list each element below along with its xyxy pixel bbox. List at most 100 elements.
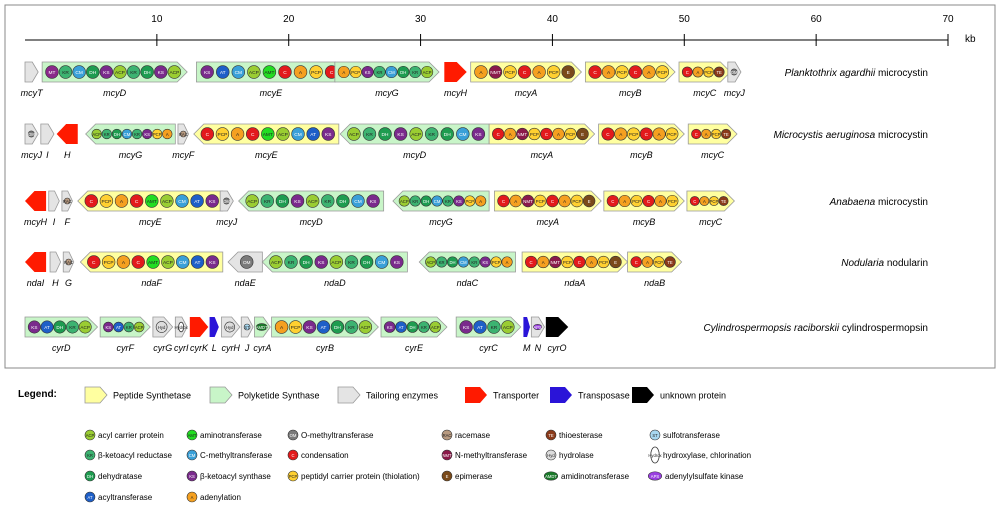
domain-acp: ACP (398, 195, 410, 207)
domain-cm: CM (456, 127, 470, 141)
domain-nmt: NMT (549, 255, 562, 269)
svg-text:KS: KS (189, 474, 195, 479)
gene-label: cyrO (548, 343, 567, 353)
domain-amt: AMT (186, 429, 198, 441)
svg-text:KS: KS (325, 132, 331, 138)
gene-m: M (523, 317, 531, 353)
domain-acp: ACP (276, 127, 290, 141)
svg-text:AMT: AMT (263, 132, 273, 138)
gene-label: mcyD (403, 150, 426, 160)
domain-pcp: PCP (349, 65, 362, 79)
domain-kr: KR (131, 128, 143, 140)
domain-c: C (691, 128, 702, 140)
gene-label: mcyC (693, 88, 716, 98)
domain-amt: AMT (262, 65, 277, 79)
svg-text:C: C (634, 70, 638, 76)
svg-text:CM: CM (294, 132, 301, 138)
domain-e: E (441, 470, 453, 482)
gene-label: ndaF (141, 278, 162, 288)
main-frame (4, 4, 996, 369)
svg-text:PCP: PCP (704, 70, 713, 75)
svg-text:PCP: PCP (563, 260, 572, 265)
domain-ks: KS (321, 127, 335, 141)
gene-i: I (48, 190, 60, 227)
domain-kr: KR (344, 255, 359, 269)
svg-text:AMDT: AMDT (545, 474, 557, 479)
svg-text:PCP: PCP (632, 199, 641, 204)
svg-text:TE: TE (716, 70, 722, 75)
svg-text:KS: KS (397, 132, 403, 138)
domain-cm: CM (351, 194, 365, 208)
domain-ks: KS (366, 194, 380, 208)
domain-pcp: PCP (503, 65, 517, 79)
domain-acp: ACP (91, 128, 102, 140)
svg-text:CM: CM (459, 132, 466, 138)
svg-text:KS: KS (318, 260, 324, 266)
domain-acp: ACP (305, 194, 320, 208)
domain-kr: KR (424, 127, 439, 141)
gene-label: mcyB (630, 150, 653, 160)
gene-label: mcyH (444, 88, 467, 98)
svg-text:KR: KR (471, 260, 477, 265)
legend-type-transposase: Transposase (550, 387, 630, 403)
domain-a: A (699, 196, 710, 206)
domain-pcp: PCP (570, 194, 584, 208)
svg-text:DH: DH (334, 325, 341, 331)
domain-kr: KR (373, 65, 386, 79)
domain-pcp: PCP (564, 127, 577, 141)
svg-text:CM: CM (354, 199, 361, 205)
svg-text:C: C (291, 453, 294, 458)
domain-om: OM (240, 255, 254, 269)
domain-pcp: PCP (655, 65, 670, 79)
svg-text:hydrolase: hydrolase (559, 451, 594, 460)
domain-at: AT (306, 127, 320, 141)
domain-ks: KS (99, 65, 114, 79)
gene-cyro: cyrO (545, 317, 569, 353)
svg-text:CM: CM (378, 260, 385, 266)
svg-text:amidinotransferase: amidinotransferase (561, 472, 630, 481)
svg-text:O-methyltransferase: O-methyltransferase (301, 431, 374, 440)
cluster-title: Cylindrospermopsis raciborskii cylindros… (703, 323, 928, 334)
gene-label: cyrC (479, 343, 498, 353)
svg-text:DH: DH (363, 260, 370, 266)
domain-pcp: PCP (215, 127, 230, 141)
svg-text:PCP: PCP (657, 70, 667, 76)
svg-text:C: C (530, 260, 533, 265)
domain-ks: KS (383, 321, 396, 333)
domain-hydrox: Hydrox (648, 446, 663, 464)
svg-text:APS: APS (533, 325, 542, 330)
svg-text:KS: KS (209, 260, 215, 266)
legend-domain-amdt: AMDT amidinotransferase (543, 471, 630, 481)
gene-label: mcyA (537, 217, 560, 227)
domain-at: AT (190, 194, 204, 208)
domain-acp: ACP (425, 256, 437, 268)
svg-text:C: C (135, 199, 139, 205)
domain-dh: DH (440, 127, 454, 141)
domain-acp: ACP (161, 255, 175, 269)
domain-kr: KR (123, 321, 135, 333)
gene-label: mcyB (633, 217, 656, 227)
svg-text:AMDT: AMDT (256, 325, 268, 330)
domain-pcp: PCP (287, 470, 299, 482)
domain-a: A (614, 127, 628, 141)
svg-text:AT: AT (195, 260, 201, 266)
domain-amdt: AMDT (256, 323, 268, 331)
gene-label: F (64, 217, 70, 227)
svg-text:ACP: ACP (360, 325, 370, 331)
domain-cm: CM (457, 256, 469, 268)
svg-text:KS: KS (365, 70, 371, 75)
domain-om: OM (287, 429, 299, 441)
gene-label: M (523, 343, 531, 353)
svg-text:PCP: PCP (617, 70, 627, 76)
